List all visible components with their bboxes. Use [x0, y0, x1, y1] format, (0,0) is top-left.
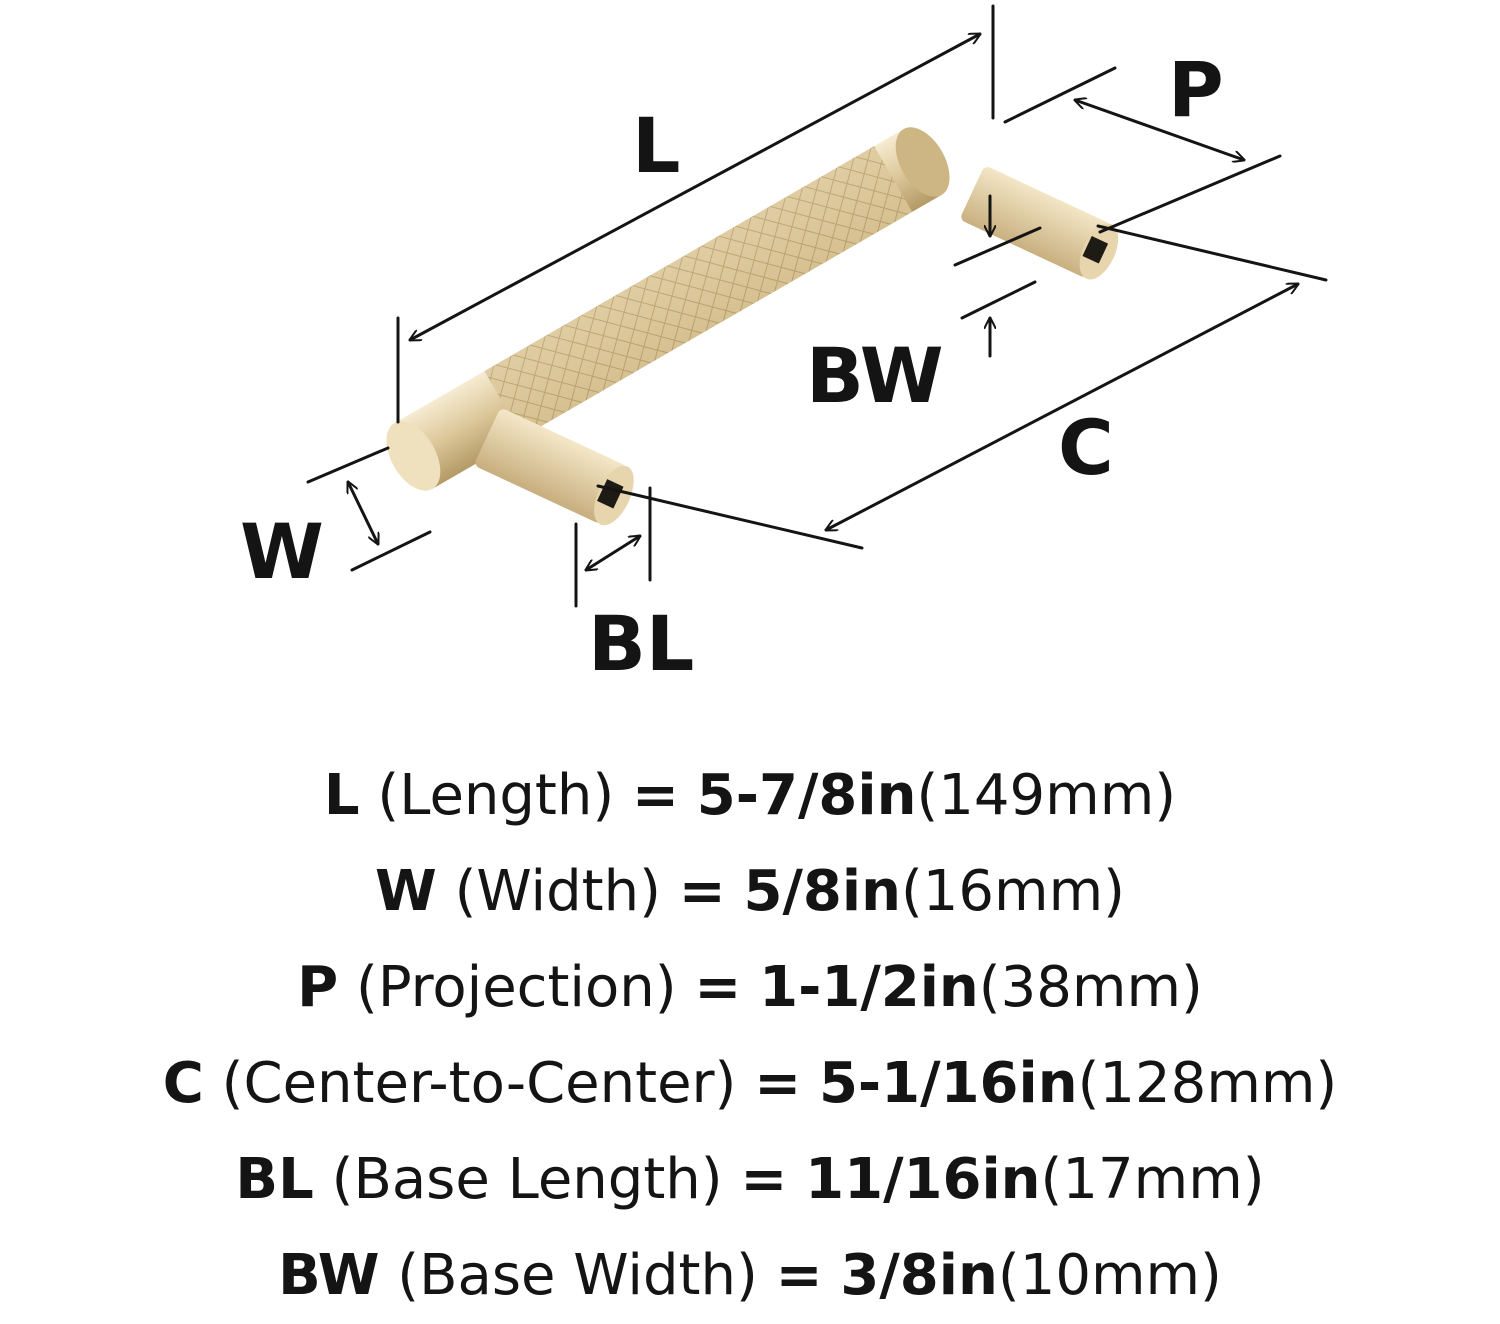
cabinet-pull-handle	[386, 127, 1119, 526]
spec-row-width: W (Width) = 5/8in(16mm)	[0, 844, 1500, 940]
spec-equals: =	[678, 859, 726, 924]
dimension-spec-list: L (Length) = 5-7/8in(149mm) W (Width) = …	[0, 748, 1500, 1324]
spec-name: (Base Width)	[397, 1243, 758, 1308]
spec-equals: =	[754, 1051, 802, 1116]
spec-equals: =	[775, 1243, 823, 1308]
spec-name: (Base Length)	[331, 1147, 723, 1212]
spec-equals: =	[632, 763, 679, 828]
spec-inches: 1-1/2in	[759, 955, 979, 1020]
cabinet-pull-dimension-diagram: L P BW C W BL	[240, 4, 1328, 688]
spec-inches: 5-7/8in	[696, 763, 917, 828]
near-base-post	[475, 409, 634, 526]
spec-name: (Projection)	[355, 955, 677, 1020]
spec-millimeters: (38mm)	[978, 955, 1203, 1020]
spec-abbr: P	[297, 955, 339, 1020]
far-base-post	[961, 167, 1119, 280]
spec-abbr: W	[374, 859, 437, 924]
spec-equals: =	[740, 1147, 788, 1212]
dim-label-base-width: BW	[806, 331, 944, 420]
dim-label-projection: P	[1168, 45, 1224, 134]
spec-name: (Length)	[377, 763, 615, 828]
spec-inches: 11/16in	[805, 1147, 1041, 1212]
dim-label-base-length: BL	[588, 599, 694, 688]
spec-name: (Center-to-Center)	[221, 1051, 737, 1116]
spec-abbr: C	[162, 1051, 204, 1116]
spec-inches: 3/8in	[840, 1243, 998, 1308]
spec-inches: 5-1/16in	[818, 1051, 1078, 1116]
spec-millimeters: (10mm)	[997, 1243, 1222, 1308]
dim-label-width: W	[240, 507, 324, 596]
spec-row-base-length: BL (Base Length) = 11/16in(17mm)	[0, 1132, 1500, 1228]
spec-abbr: BL	[235, 1147, 314, 1212]
spec-abbr: L	[323, 763, 360, 828]
spec-row-center-to-center: C (Center-to-Center) = 5-1/16in(128mm)	[0, 1036, 1500, 1132]
spec-name: (Width)	[454, 859, 661, 924]
spec-millimeters: (16mm)	[900, 859, 1126, 924]
dim-label-length: L	[632, 101, 680, 190]
spec-row-length: L (Length) = 5-7/8in(149mm)	[0, 748, 1500, 844]
dimension-lines	[306, 4, 1328, 608]
spec-equals: =	[694, 955, 742, 1020]
spec-millimeters: (17mm)	[1040, 1147, 1265, 1212]
spec-inches: 5/8in	[743, 859, 901, 924]
spec-millimeters: (128mm)	[1077, 1051, 1338, 1116]
spec-abbr: BW	[278, 1243, 380, 1308]
spec-row-base-width: BW (Base Width) = 3/8in(10mm)	[0, 1228, 1500, 1324]
dim-label-center-to-center: C	[1058, 403, 1114, 492]
spec-row-projection: P (Projection) = 1-1/2in(38mm)	[0, 940, 1500, 1036]
spec-millimeters: (149mm)	[916, 763, 1177, 828]
